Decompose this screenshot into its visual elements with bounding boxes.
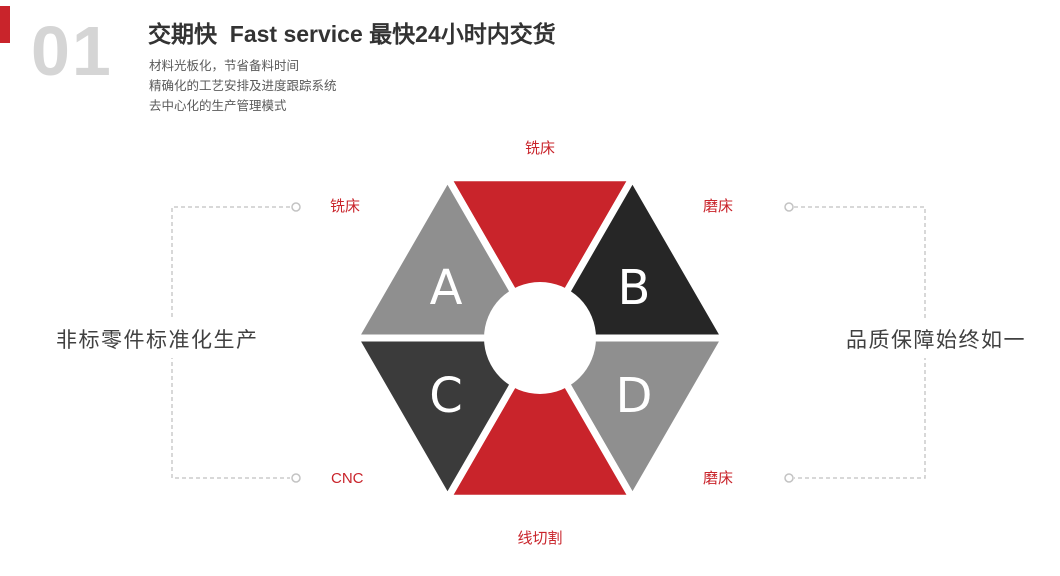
segment-letter-d: D [616,368,653,424]
segment-letter-b: B [618,260,651,316]
segment-letter-a: A [430,260,463,316]
label-left-cnc: CNC [331,470,364,487]
feature-list: 材料光板化，节省备料时间 精确化的工艺安排及进度跟踪系统 去中心化的生产管理模式 [149,56,337,116]
connector-dot [784,202,794,212]
connector-dot [291,473,301,483]
feature-item: 去中心化的生产管理模式 [149,99,287,113]
right-caption: 品质保障始终如一 [840,320,1032,358]
label-left-milling: 铣床 [330,198,361,215]
section-title: 交期快 Fast service 最快24小时内交货 [148,21,556,47]
corner-accent-bar [0,6,10,43]
label-right-grinding: 磨床 [703,198,734,215]
section-number: 01 [31,12,113,90]
feature-item: 精确化的工艺安排及进度跟踪系统 [149,79,337,93]
segment-letter-c: C [429,368,463,424]
segment-upper-left [348,170,547,342]
feature-item: 材料光板化，节省备料时间 [149,59,300,73]
connector-dot [784,473,794,483]
label-top-milling: 铣床 [524,140,556,157]
connector-dot [291,202,301,212]
label-bottom-wirecut: 线切割 [517,530,563,547]
left-caption: 非标零件标准化生产 [50,320,265,358]
center-circle [484,282,596,394]
label-right-grinding-2: 磨床 [703,470,734,487]
